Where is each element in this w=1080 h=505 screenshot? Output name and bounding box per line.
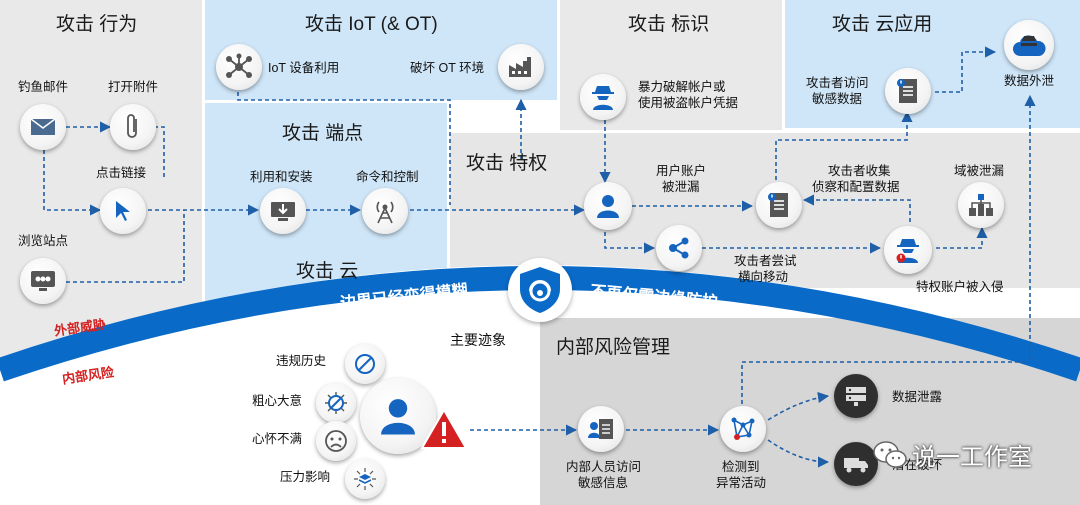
hacker-icon — [580, 74, 626, 120]
label-ot-env: 破坏 OT 环境 — [410, 61, 485, 75]
label-priv-compromised: 特权账户被入侵 — [916, 280, 1004, 294]
label-brute-force-line1: 暴力破解帐户或 — [638, 80, 726, 94]
section-title-identity: 攻击 标识 — [628, 14, 710, 35]
watermark-text: 说一工作室 — [912, 444, 1032, 471]
document-alert-icon — [885, 68, 931, 114]
antenna-icon — [362, 188, 408, 234]
download-monitor-icon — [260, 188, 306, 234]
wechat-icon — [872, 440, 908, 470]
label-phishing: 钓鱼邮件 — [18, 80, 69, 94]
no-entry-icon — [345, 344, 385, 384]
label-click-link: 点击链接 — [96, 166, 147, 180]
label-careless: 粗心大意 — [252, 394, 303, 408]
section-title-insider: 内部风险管理 — [556, 337, 671, 358]
user-document-icon — [578, 406, 624, 452]
label-stress: 压力影响 — [280, 470, 331, 484]
label-detect-line1: 检测到 — [722, 460, 760, 474]
virus-block-icon — [316, 383, 356, 423]
frown-icon — [316, 421, 356, 461]
label-recon-line2: 侦察和配置数据 — [812, 180, 900, 194]
label-data-exfil: 数据外泄 — [1004, 74, 1055, 88]
label-recon-line1: 攻击者收集 — [828, 164, 891, 178]
anomaly-icon — [720, 406, 766, 452]
label-access-sensitive-line1: 攻击者访问 — [806, 76, 869, 90]
layers-icon — [345, 459, 385, 499]
mail-icon — [20, 104, 66, 150]
web-icon — [20, 258, 66, 304]
label-open-attachment: 打开附件 — [108, 80, 159, 94]
section-title-privilege: 攻击 特权 — [466, 153, 548, 174]
network-icon — [216, 44, 262, 90]
label-lateral-line1: 攻击者尝试 — [734, 254, 797, 268]
domain-network-icon — [958, 182, 1004, 228]
label-exploit-install: 利用和安装 — [250, 170, 313, 184]
cloud-spy-icon — [1004, 20, 1054, 70]
label-data-leak: 数据泄露 — [892, 390, 943, 404]
panel-iot — [205, 0, 557, 100]
label-iot-device: IoT 设备利用 — [268, 61, 340, 75]
label-disgruntled: 心怀不满 — [252, 432, 303, 446]
label-domain-leak: 域被泄漏 — [954, 164, 1005, 178]
section-title-behavior: 攻击 行为 — [56, 14, 138, 35]
label-main-signs: 主要迹象 — [450, 332, 506, 348]
label-violation-history: 违规历史 — [276, 354, 327, 368]
section-title-iot: 攻击 IoT (& OT) — [305, 14, 438, 35]
cursor-icon — [100, 188, 146, 234]
truck-icon — [834, 442, 878, 486]
label-browse-site: 浏览站点 — [18, 234, 69, 248]
label-brute-force-line2: 使用被盗帐户凭据 — [638, 96, 739, 110]
label-access-sensitive-line2: 敏感数据 — [812, 92, 863, 106]
share-icon — [656, 225, 702, 271]
label-detect-line2: 异常活动 — [716, 476, 767, 490]
warning-icon — [420, 408, 468, 450]
hacker-alert-icon — [884, 226, 932, 274]
factory-icon — [498, 44, 544, 90]
paperclip-icon — [110, 104, 156, 150]
user-icon — [584, 182, 632, 230]
label-user-account-line1: 用户账户 — [656, 164, 707, 178]
server-icon — [834, 374, 878, 418]
section-title-cloud: 攻击 云 — [296, 261, 359, 282]
user-icon — [360, 378, 436, 454]
section-title-endpoint: 攻击 端点 — [282, 123, 364, 144]
label-user-account-line2: 被泄漏 — [662, 180, 700, 194]
label-lateral-line2: 横向移动 — [738, 270, 789, 284]
label-insider-access-line2: 敏感信息 — [578, 476, 629, 490]
label-insider-access-line1: 内部人员访问 — [566, 460, 642, 474]
document-alert-icon — [756, 182, 802, 228]
section-title-cloud-app: 攻击 云应用 — [832, 14, 933, 35]
panel-endpoint — [205, 103, 447, 250]
shield-icon — [508, 258, 572, 322]
label-command-control: 命令和控制 — [356, 170, 419, 184]
